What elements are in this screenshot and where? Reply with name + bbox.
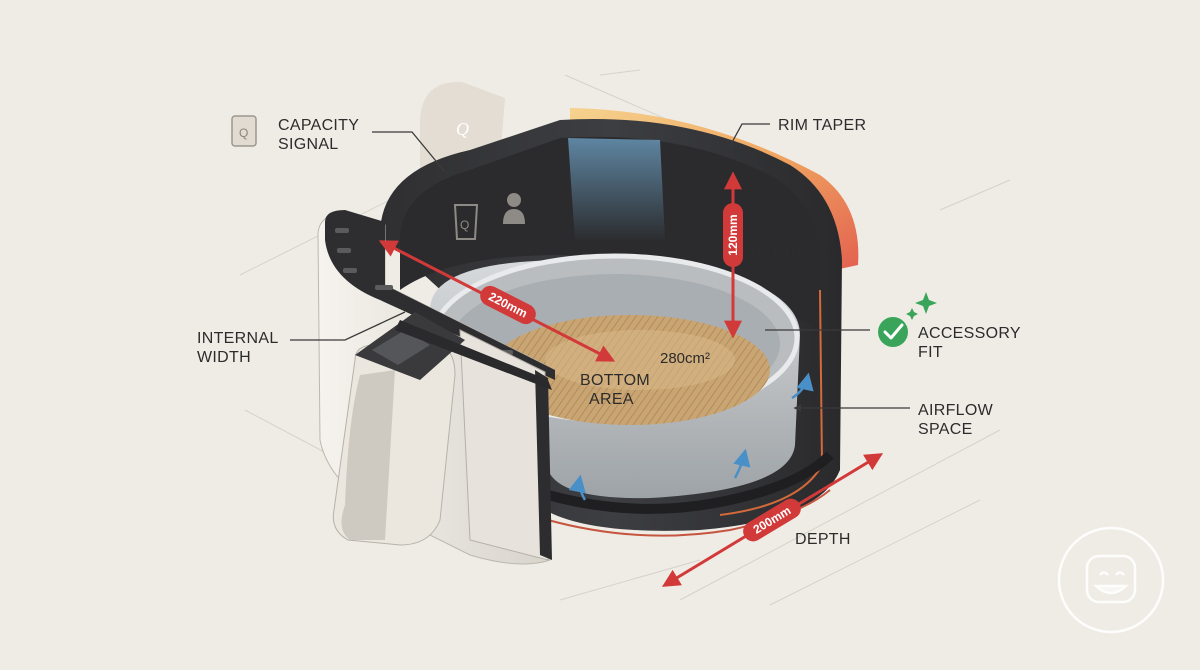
sparkle-icon-small <box>906 308 918 320</box>
accessory-fit-label-1: ACCESSORY <box>918 325 1021 342</box>
airflow-space-label-1: AIRFLOW <box>918 402 994 419</box>
bottom-area-label-1: BOTTOM <box>580 372 650 389</box>
depth-pill <box>743 498 801 542</box>
internal-width-label-2: WIDTH <box>197 349 251 366</box>
svg-text:Q: Q <box>460 218 469 232</box>
slab-glyph: Q <box>456 119 469 139</box>
height-dimension: 120mm <box>723 171 743 339</box>
capacity-signal-callout: Q CAPACITY SIGNAL <box>231 115 359 153</box>
blue-window-glow <box>568 138 665 242</box>
depth-label: DEPTH <box>795 531 851 548</box>
usable-height-label-1: USABLE <box>750 225 815 242</box>
area-value: 280cm² <box>660 350 710 367</box>
capacity-signal-label-1: CAPACITY <box>278 117 359 134</box>
person-icon <box>503 193 525 224</box>
depth-dimension: 200mm <box>661 453 884 587</box>
internal-width-label-1: INTERNAL <box>197 330 279 347</box>
bottom-area-label-2: AREA <box>589 391 634 408</box>
handle-grip <box>341 370 395 540</box>
capacity-signal-icon <box>231 115 257 147</box>
accessory-fit-label-2: FIT <box>918 344 943 361</box>
shell-dark-strip <box>535 370 552 560</box>
height-value: 120mm <box>726 214 740 255</box>
height-pill <box>723 203 743 267</box>
smiley-logo-icon <box>1057 526 1165 634</box>
capacity-signal-icon-glyph: Q <box>239 126 248 140</box>
airflow-space-label-2: SPACE <box>918 421 973 438</box>
leader-lines <box>290 123 910 412</box>
usable-height-label-2: HEIGHT <box>750 245 812 262</box>
capacity-cup-icon: Q <box>453 204 479 240</box>
sparkle-icon <box>915 292 937 314</box>
check-badge-icon <box>878 317 908 347</box>
width-pill <box>480 285 536 325</box>
rim-taper-label: RIM TAPER <box>778 117 866 134</box>
capacity-signal-label-2: SIGNAL <box>278 136 339 153</box>
accessory-fit-callout: ACCESSORY FIT <box>878 292 1021 361</box>
check-mark <box>883 323 904 340</box>
